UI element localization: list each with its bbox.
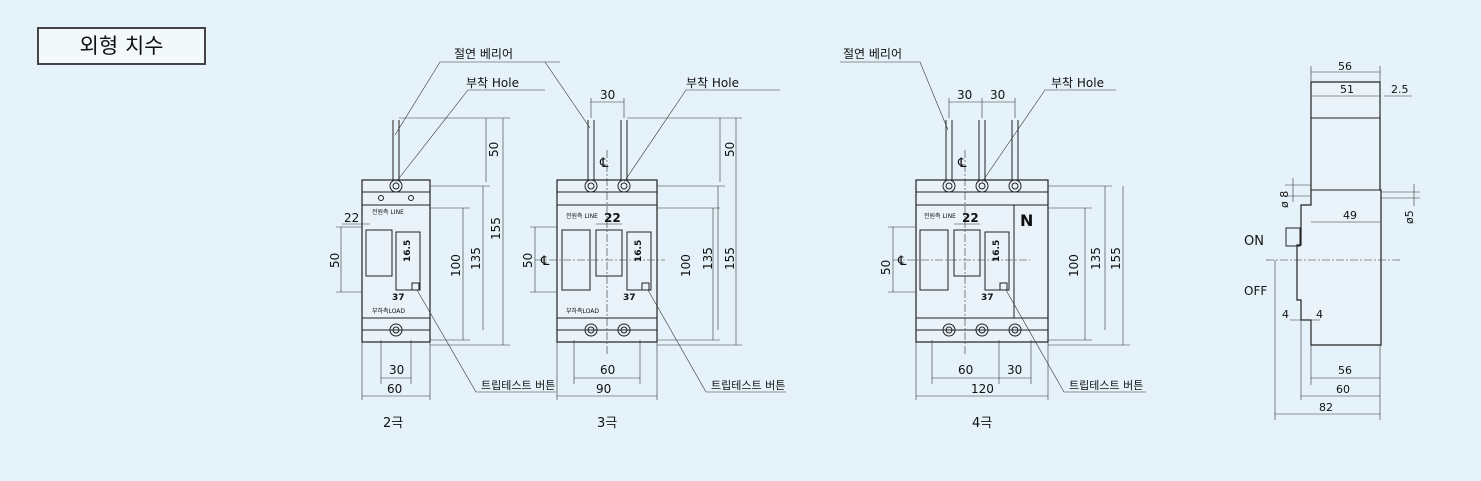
pole4-dim-16-5: 16.5 bbox=[992, 240, 1002, 262]
pole4-dim-50: 50 bbox=[879, 260, 893, 275]
pole3-dim-30-top: 30 bbox=[600, 88, 615, 102]
pole4-neutral-label: N bbox=[1020, 211, 1033, 230]
pole4-dim-30: 30 bbox=[1007, 363, 1022, 377]
pole3-dim-135: 135 bbox=[701, 247, 715, 270]
pole2-dim-50: 50 bbox=[328, 253, 342, 268]
pole3-view: ℄ ℄ 전원측 LINE 부하측LOAD 16.5 37 22 50 30 10… bbox=[521, 61, 786, 431]
pole3-dim-100: 100 bbox=[679, 254, 693, 277]
side-dim-4a: 4 bbox=[1282, 308, 1289, 321]
pole2-dim-37: 37 bbox=[392, 293, 405, 303]
pole2-dim-100: 100 bbox=[449, 254, 463, 277]
pole2-hole-label: 부착 Hole bbox=[466, 76, 519, 90]
pole4-dim-60: 60 bbox=[958, 363, 973, 377]
pole3-trip-label: 트립테스트 버튼 bbox=[711, 379, 785, 392]
side-dim-2-5: 2.5 bbox=[1391, 83, 1409, 96]
pole3-dim-90: 90 bbox=[596, 382, 611, 396]
pole3-dim-50-top: 50 bbox=[723, 142, 737, 157]
pole2-view: 전원측 LINE 부하측LOAD 16.5 37 50 22 100 135 1… bbox=[328, 47, 560, 431]
pole2-dim-30: 30 bbox=[389, 363, 404, 377]
pole4-view: ℄ ℄ N 전원측 LINE 16.5 37 22 50 30 30 100 1… bbox=[840, 47, 1146, 431]
pole4-dim-37: 37 bbox=[981, 293, 994, 303]
side-body bbox=[1296, 81, 1382, 346]
side-dim-51: 51 bbox=[1340, 83, 1354, 96]
pole4-line-label: 전원측 LINE bbox=[924, 212, 956, 220]
side-dim-8: ø 8 bbox=[1278, 191, 1291, 208]
side-dim-56-top: 56 bbox=[1338, 60, 1352, 73]
pole2-load-label: 부하측LOAD bbox=[372, 307, 405, 315]
pole2-dim-155: 155 bbox=[489, 217, 503, 240]
pole3-caption: 3극 bbox=[597, 416, 617, 431]
pole3-line-label: 전원측 LINE bbox=[566, 212, 598, 220]
pole3-centerline-top: ℄ bbox=[599, 156, 609, 171]
pole2-dim-50-top: 50 bbox=[487, 142, 501, 157]
pole2-dim-16-5: 16.5 bbox=[403, 240, 413, 262]
pole3-hole-label: 부착 Hole bbox=[686, 76, 739, 90]
pole3-dim-37: 37 bbox=[623, 293, 636, 303]
pole4-trip-label: 트립테스트 버튼 bbox=[1069, 379, 1143, 392]
pole3-dim-50: 50 bbox=[521, 253, 535, 268]
pole4-centerline-left: ℄ bbox=[897, 254, 907, 269]
pole4-barrier-label: 절연 베리어 bbox=[843, 47, 902, 61]
section-title: 외형 치수 bbox=[37, 27, 206, 65]
pole2-dim-22: 22 bbox=[344, 211, 359, 225]
pole4-dim-30a: 30 bbox=[957, 88, 972, 102]
pole3-centerline-left: ℄ bbox=[540, 254, 550, 269]
pole4-dim-135: 135 bbox=[1089, 247, 1103, 270]
pole2-barrier-label: 절연 베리어 bbox=[454, 47, 513, 61]
pole4-hole-label: 부착 Hole bbox=[1051, 76, 1104, 90]
pole4-caption: 4극 bbox=[972, 416, 992, 431]
pole3-load-label: 부하측LOAD bbox=[566, 307, 599, 315]
pole2-dim-135: 135 bbox=[469, 247, 483, 270]
pole4-centerline-top: ℄ bbox=[957, 156, 967, 171]
side-dim-82: 82 bbox=[1319, 401, 1333, 414]
pole2-trip-label: 트립테스트 버튼 bbox=[481, 379, 555, 392]
side-dim-49: 49 bbox=[1343, 209, 1357, 222]
pole4-dim-120: 120 bbox=[971, 382, 994, 396]
side-view: ON OFF 56 51 2.5 ø 8 ø5 49 4 4 56 60 bbox=[1244, 60, 1420, 420]
pole3-dim-60: 60 bbox=[600, 363, 615, 377]
pole3-dim-22: 22 bbox=[604, 211, 621, 225]
pole4-dim-30b: 30 bbox=[990, 88, 1005, 102]
pole2-dim-60: 60 bbox=[387, 382, 402, 396]
side-dim-60: 60 bbox=[1336, 383, 1350, 396]
side-on-label: ON bbox=[1244, 234, 1264, 249]
pole4-dim-155: 155 bbox=[1109, 247, 1123, 270]
side-dim-5: ø5 bbox=[1403, 210, 1416, 224]
pole3-dim-155: 155 bbox=[723, 247, 737, 270]
pole2-line-label: 전원측 LINE bbox=[372, 208, 404, 216]
pole4-dim-22: 22 bbox=[962, 211, 979, 225]
pole4-body bbox=[915, 179, 1049, 343]
side-off-label: OFF bbox=[1244, 284, 1267, 298]
pole3-dim-16-5: 16.5 bbox=[634, 240, 644, 262]
side-dim-56: 56 bbox=[1338, 364, 1352, 377]
pole2-caption: 2극 bbox=[383, 416, 403, 431]
pole4-dim-100: 100 bbox=[1067, 254, 1081, 277]
side-dim-4b: 4 bbox=[1316, 308, 1323, 321]
